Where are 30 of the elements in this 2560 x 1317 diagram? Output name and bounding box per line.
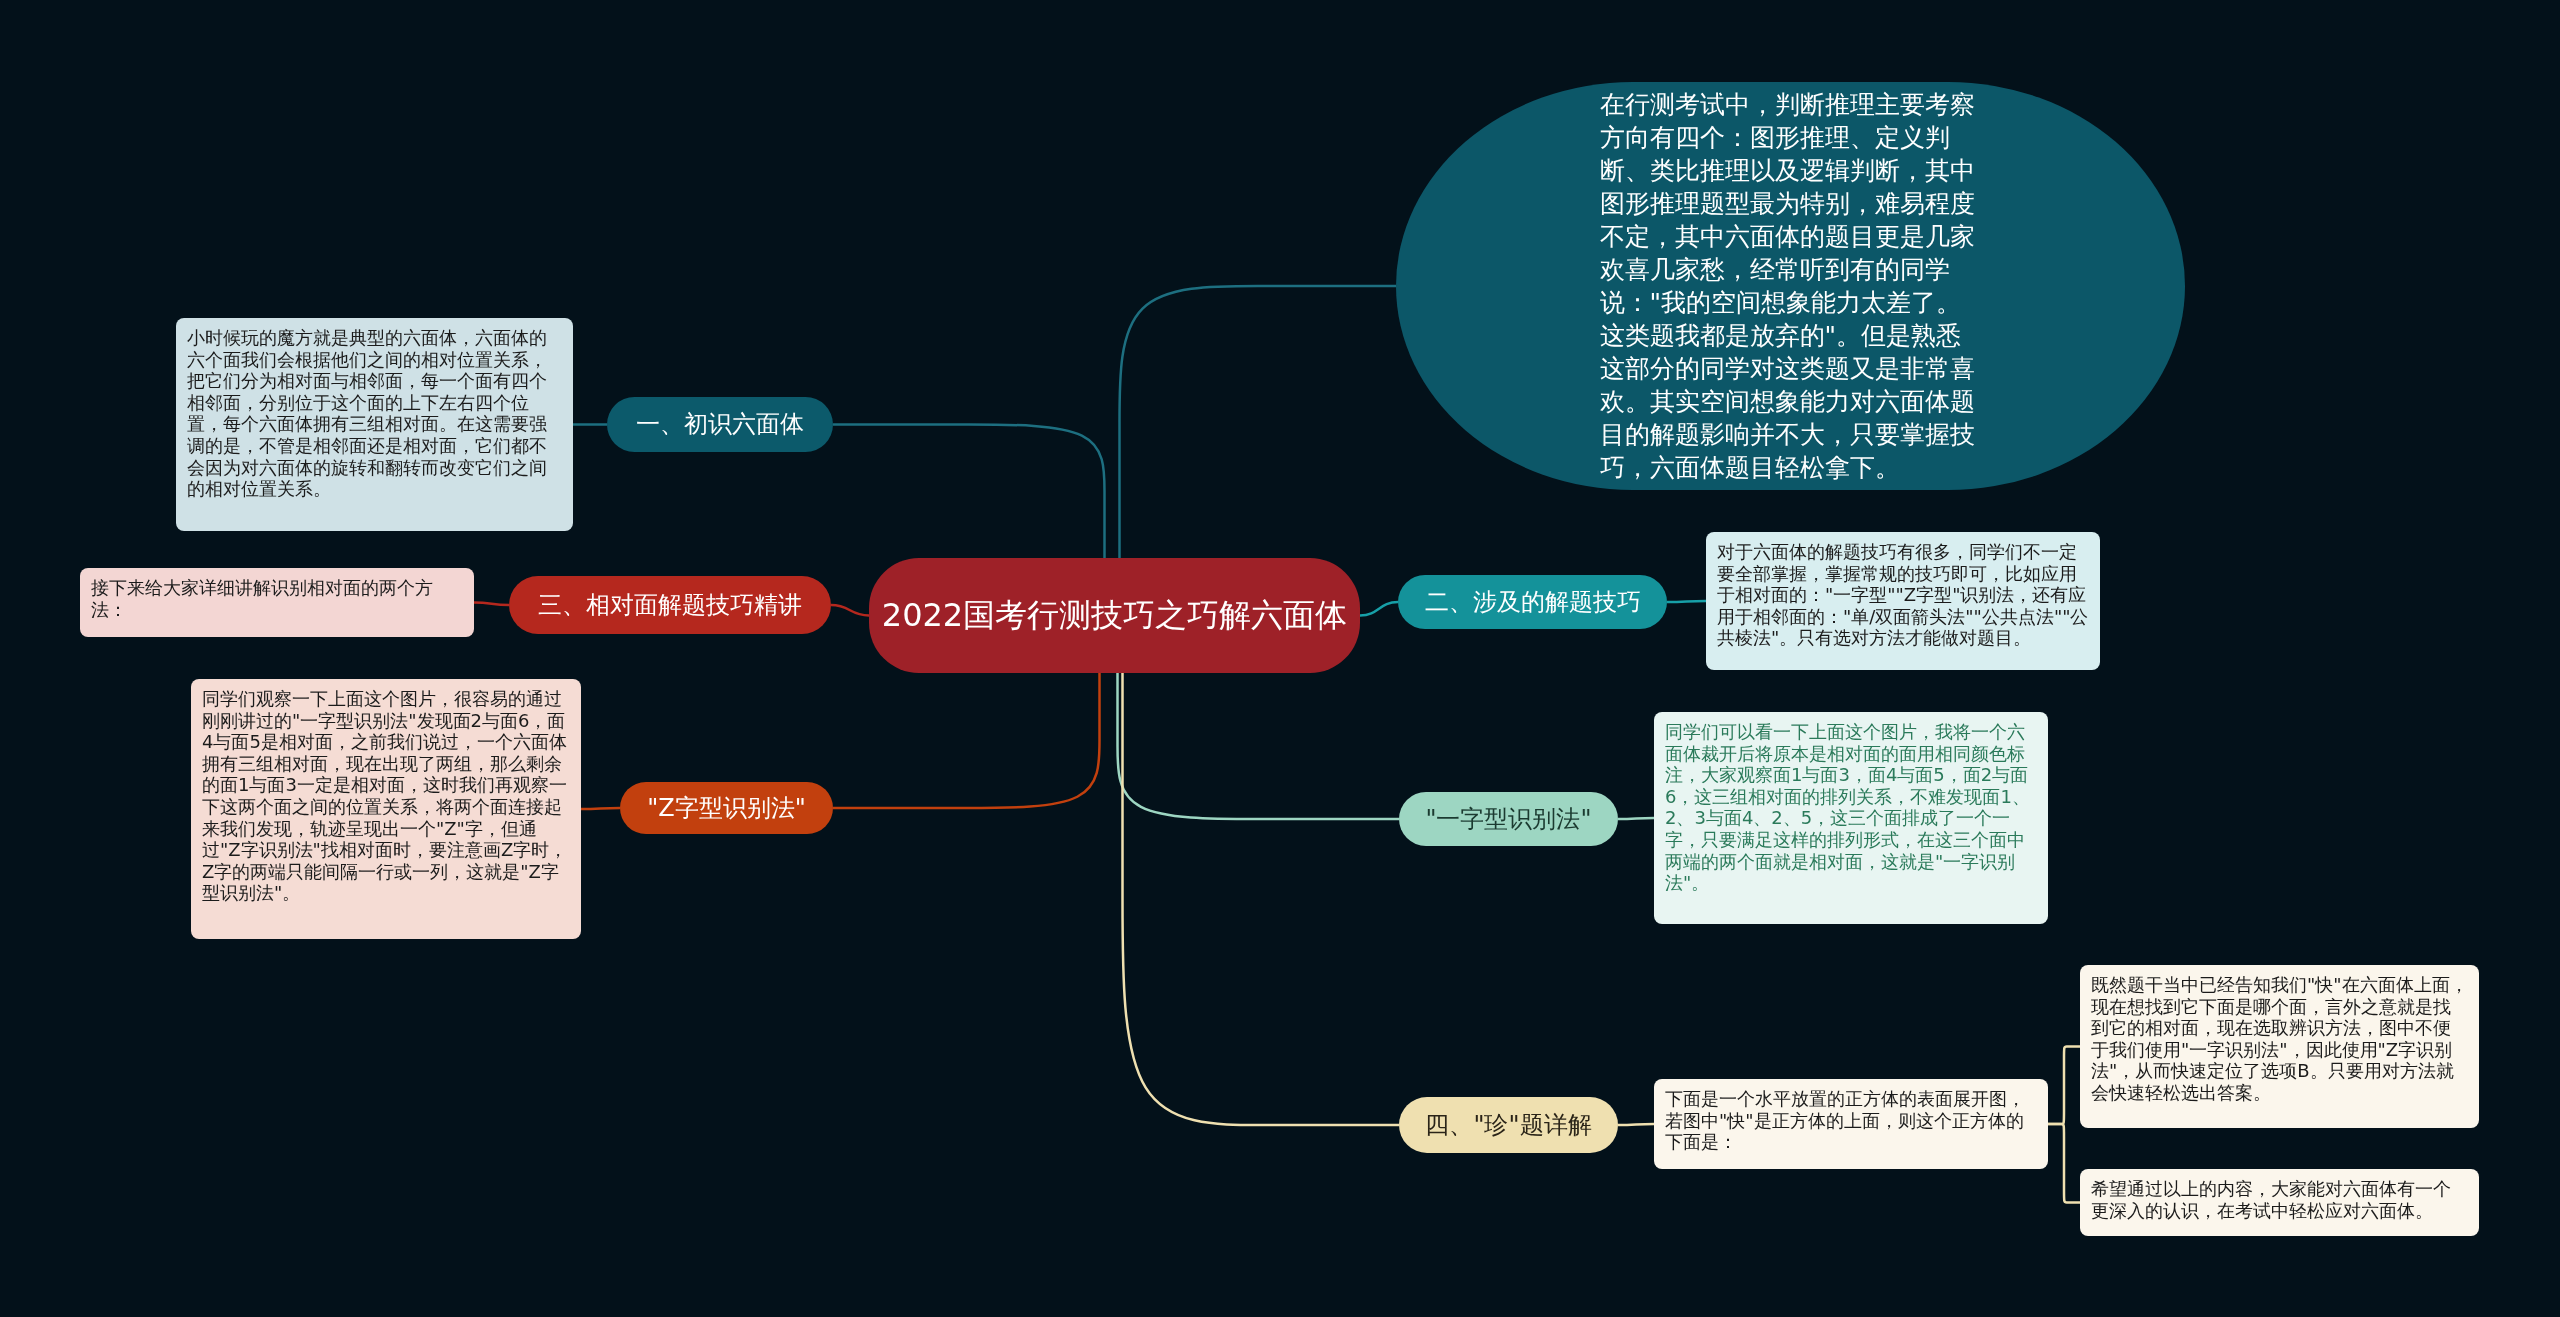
connector-line: [581, 806, 620, 811]
branch-topic: "一字型识别法": [1399, 792, 1618, 846]
note-card: 对于六面体的解题技巧有很多，同学们不一定要全部掌握，掌握常规的技巧即可，比如应用于相对面的："一字型""Z字型"识别法，还有应用于相邻面的："单/双面箭头法""公共点法""公共棱法"。只有选对方法才能做对题目。: [1706, 532, 2100, 670]
connector-line: [573, 423, 607, 426]
note-card: 小时候玩的魔方就是典型的六面体，六面体的六个面我们会根据他们之间的相对位置关系，把它们分为相对面与相邻面，每一个面有四个相邻面，分别位于这个面的上下左右四个位置，每个六面体拥有三组相对面。在这需要强调的是，不管是相邻面还是相对面，它们都不会因为对六面体的旋转和翻转而改变它们之间的相对位置关系。: [176, 318, 573, 531]
note-card: 希望通过以上的内容，大家能对六面体有一个更深入的认识，在考试中轻松应对六面体。: [2080, 1169, 2479, 1236]
note-card: 同学们可以看一下上面这个图片，我将一个六面体裁开后将原本是相对面的面用相同颜色标注，大家观察面1与面3，面4与面5，面2与面6，这三组相对面的排列关系，不难发现面1、2、3与面4、2、5，这三个面排成了一个一字，只要满足这样的排列形式，在这三个面中两端的两个面就是相对面，这就是"一字识别法"。: [1654, 712, 2048, 924]
branch-topic: "Z字型识别法": [620, 782, 833, 834]
connector-line: [1359, 600, 1399, 617]
connector-line: [1667, 599, 1706, 604]
connector-line: [1618, 816, 1654, 821]
connector-line: [474, 601, 509, 607]
connector-line: [1116, 673, 1399, 821]
note-card: 既然题干当中已经告知我们"快"在六面体上面，现在想找到它下面是哪个面，言外之意就是找到它的相对面，现在选取辨识方法，图中不便于我们使用"一字识别法"，因此使用"Z字识别法"，从而快速定位了选项B。只要用对方法就会快速轻松选出答案。: [2080, 965, 2479, 1128]
connector-line: [1118, 284, 1396, 558]
note-card: 接下来给大家详细讲解识别相对面的两个方法：: [80, 568, 474, 637]
central-topic: 2022国考行测技巧之巧解六面体: [869, 558, 1360, 673]
connector-line: [1618, 1122, 1654, 1127]
branch-topic: 四、"珍"题详解: [1399, 1097, 1618, 1153]
topic-bubble: 在行测考试中，判断推理主要考察方向有四个：图形推理、定义判断、类比推理以及逻辑判断，其中图形推理题型最为特别，难易程度不定，其中六面体的题目更是几家欢喜几家愁，经常听到有的同学说："我的空间想象能力太差了。这类题我都是放弃的"。但是熟悉这部分的同学对这类题又是非常喜欢。其实空间想象能力对六面体题目的解题影响并不大，只要掌握技巧，六面体题目轻松拿下。: [1396, 82, 2185, 490]
note-card: 同学们观察一下上面这个图片，很容易的通过刚刚讲过的"一字型识别法"发现面2与面6，面4与面5是相对面，之前我们说过，一个六面体拥有三组相对面，现在出现了两组，那么剩余的面1与面3一定是相对面，这时我们再观察一下这两个面之间的位置关系，将两个面连接起来我们发现，轨迹呈现出一个"Z"字，但通过"Z字识别法"找相对面时，要注意画Z字时，Z字的两端只能间隔一行或一列，这就是"Z字型识别法"。: [191, 679, 581, 939]
connector-line: [833, 673, 1101, 810]
connector-line: [1121, 673, 1399, 1127]
branch-topic: 二、涉及的解题技巧: [1398, 575, 1667, 629]
note-card: 下面是一个水平放置的正方体的表面展开图，若图中"快"是正方体的上面，则这个正方体的下面是：: [1654, 1079, 2048, 1169]
connector-line: [833, 423, 1106, 558]
connector-line: [830, 603, 870, 617]
branch-topic: 三、相对面解题技巧精讲: [509, 576, 831, 634]
branch-topic: 一、初识六面体: [607, 397, 833, 452]
connector-line: [2048, 1122, 2080, 1204]
